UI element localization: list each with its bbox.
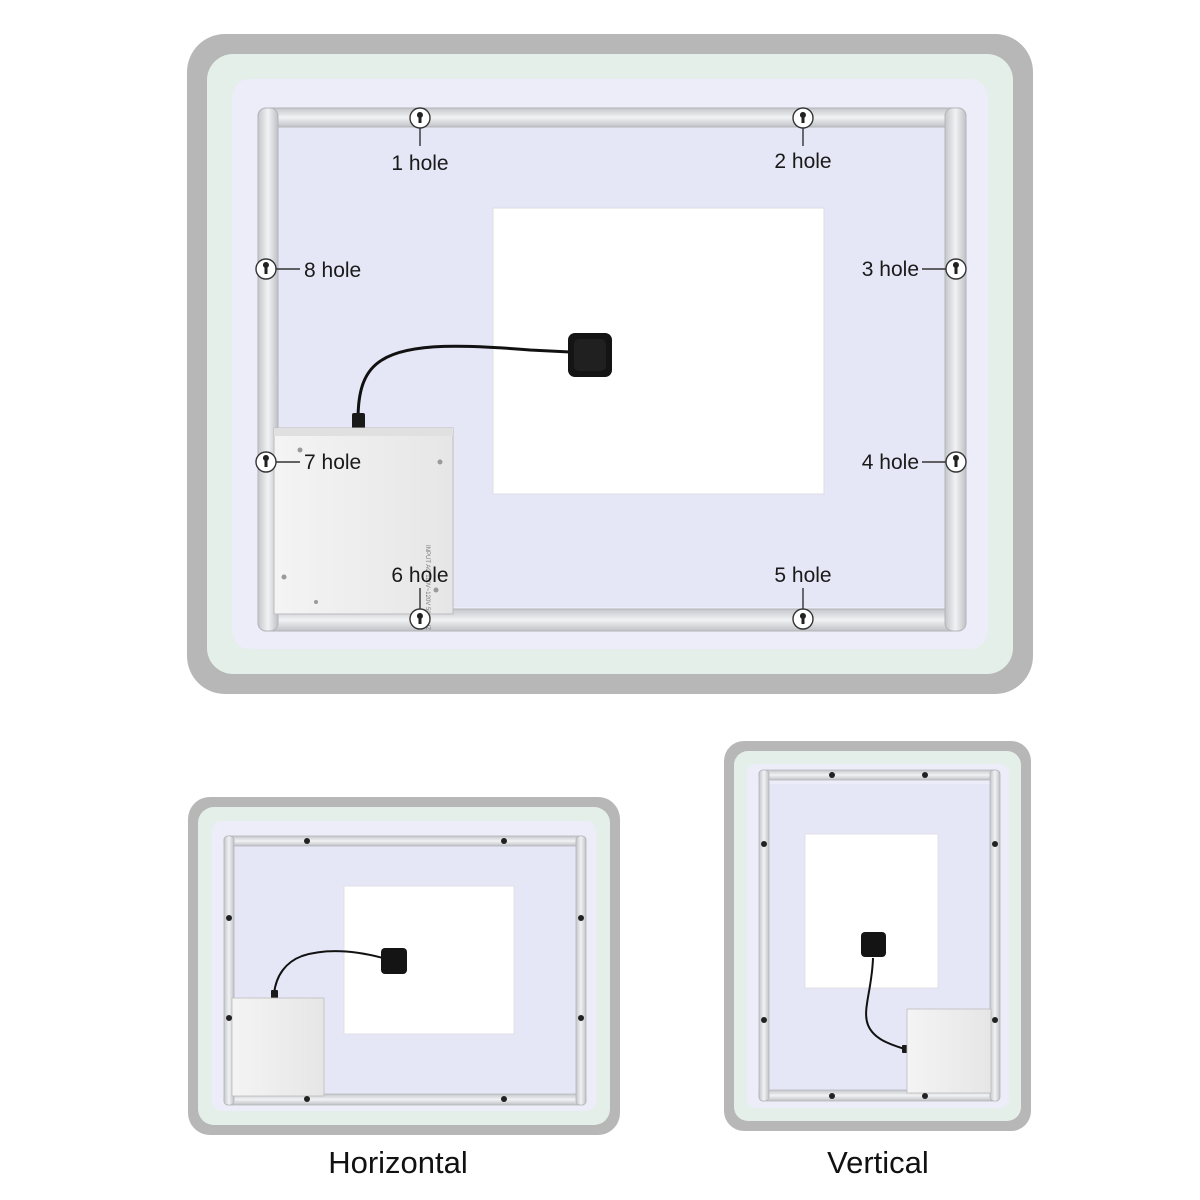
top-rail xyxy=(758,769,1000,781)
vertical-mirror xyxy=(724,741,1031,1131)
cable-plug xyxy=(271,990,278,999)
cable-plug xyxy=(352,413,365,431)
hole-2: 2 hole xyxy=(774,107,832,173)
hole-8: 8 hole xyxy=(255,258,361,282)
hole-label: 7 hole xyxy=(304,451,361,474)
hole-label: 6 hole xyxy=(391,564,448,587)
main-mirror: INPUT AC 110V~120V 50/60HZ 1 hole 2 hole… xyxy=(187,34,1033,694)
keyhole-markers xyxy=(761,772,998,1099)
power-cable xyxy=(356,344,571,421)
white-center-panel xyxy=(343,885,515,1035)
hole-1: 1 hole xyxy=(391,107,449,175)
left-rail xyxy=(223,835,235,1106)
top-rail xyxy=(257,107,967,128)
hole-label: 8 hole xyxy=(304,259,361,282)
touch-switch-icon xyxy=(381,948,407,974)
driver-box xyxy=(231,997,325,1097)
left-rail xyxy=(257,107,279,632)
hole-4: 4 hole xyxy=(862,451,967,474)
hole-6: 6 hole xyxy=(391,564,449,630)
power-cable xyxy=(865,957,909,1051)
hole-3: 3 hole xyxy=(862,258,967,281)
horizontal-mirror xyxy=(188,797,620,1135)
hole-label: 5 hole xyxy=(774,564,831,587)
hole-5: 5 hole xyxy=(774,564,832,630)
driver-box xyxy=(906,1008,992,1094)
top-rail xyxy=(223,835,587,847)
keyhole-markers xyxy=(226,838,584,1102)
vertical-caption: Vertical xyxy=(827,1145,929,1180)
touch-switch-icon xyxy=(568,333,612,377)
left-rail xyxy=(758,769,770,1102)
horizontal-caption: Horizontal xyxy=(328,1145,468,1180)
right-rail xyxy=(989,769,1001,1102)
hole-label: 2 hole xyxy=(774,150,831,173)
power-cable xyxy=(273,950,384,995)
driver-box-label: INPUT AC 110V~120V 50/60HZ xyxy=(424,545,430,630)
white-center-panel xyxy=(804,833,939,989)
hole-7: 7 hole xyxy=(255,451,361,474)
hole-label: 3 hole xyxy=(862,258,919,281)
hole-label: 1 hole xyxy=(391,152,448,175)
right-rail xyxy=(575,835,587,1106)
hole-label: 4 hole xyxy=(862,451,919,474)
driver-box: INPUT AC 110V~120V 50/60HZ xyxy=(273,427,454,630)
right-rail xyxy=(944,107,967,632)
touch-switch-icon xyxy=(861,932,886,957)
